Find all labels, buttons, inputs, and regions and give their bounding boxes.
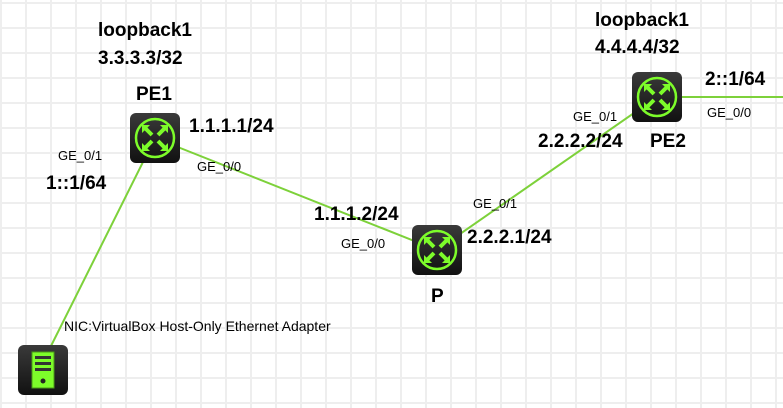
pe1-ge01-label: GE_0/1 xyxy=(58,148,103,163)
router-p[interactable] xyxy=(412,225,462,275)
router-icon xyxy=(636,76,678,118)
host-pc[interactable] xyxy=(18,345,68,395)
pe2-ge01-ip: 2.2.2.2/24 xyxy=(538,131,623,152)
pe1-ge00-label: GE_0/0 xyxy=(197,159,242,174)
link-pe1-host[interactable] xyxy=(39,137,156,369)
link-pe1-p[interactable] xyxy=(154,137,438,251)
pe2-ge00-ip: 2::1/64 xyxy=(705,69,766,90)
p-name: P xyxy=(431,286,444,307)
pe1-ge00-ip: 1.1.1.1/24 xyxy=(189,116,274,137)
p-ge01-ip: 2.2.2.1/24 xyxy=(467,227,552,248)
link-p-pe2[interactable] xyxy=(436,96,658,251)
server-icon xyxy=(31,351,55,389)
p-ge01-label: GE_0/1 xyxy=(473,196,518,211)
pe2-ge01-label: GE_0/1 xyxy=(573,109,618,124)
host-nic-label: NIC:VirtualBox Host-Only Ethernet Adapte… xyxy=(64,318,331,334)
pe2-ge00-label: GE_0/0 xyxy=(707,105,752,120)
router-pe1[interactable] xyxy=(130,113,180,163)
router-icon xyxy=(134,117,176,159)
p-ge00-label: GE_0/0 xyxy=(341,236,386,251)
pe2-loopback-label: loopback1 xyxy=(595,10,689,31)
pe1-loopback-ip: 3.3.3.3/32 xyxy=(98,48,183,69)
router-pe2[interactable] xyxy=(632,72,682,122)
pe2-loopback-ip: 4.4.4.4/32 xyxy=(595,37,680,58)
p-ge00-ip: 1.1.1.2/24 xyxy=(314,204,399,225)
pe1-ge01-ip: 1::1/64 xyxy=(46,173,107,194)
pe2-name: PE2 xyxy=(650,131,686,152)
pe1-loopback-label: loopback1 xyxy=(98,20,192,41)
router-icon xyxy=(416,229,458,271)
pe1-name: PE1 xyxy=(136,84,172,105)
